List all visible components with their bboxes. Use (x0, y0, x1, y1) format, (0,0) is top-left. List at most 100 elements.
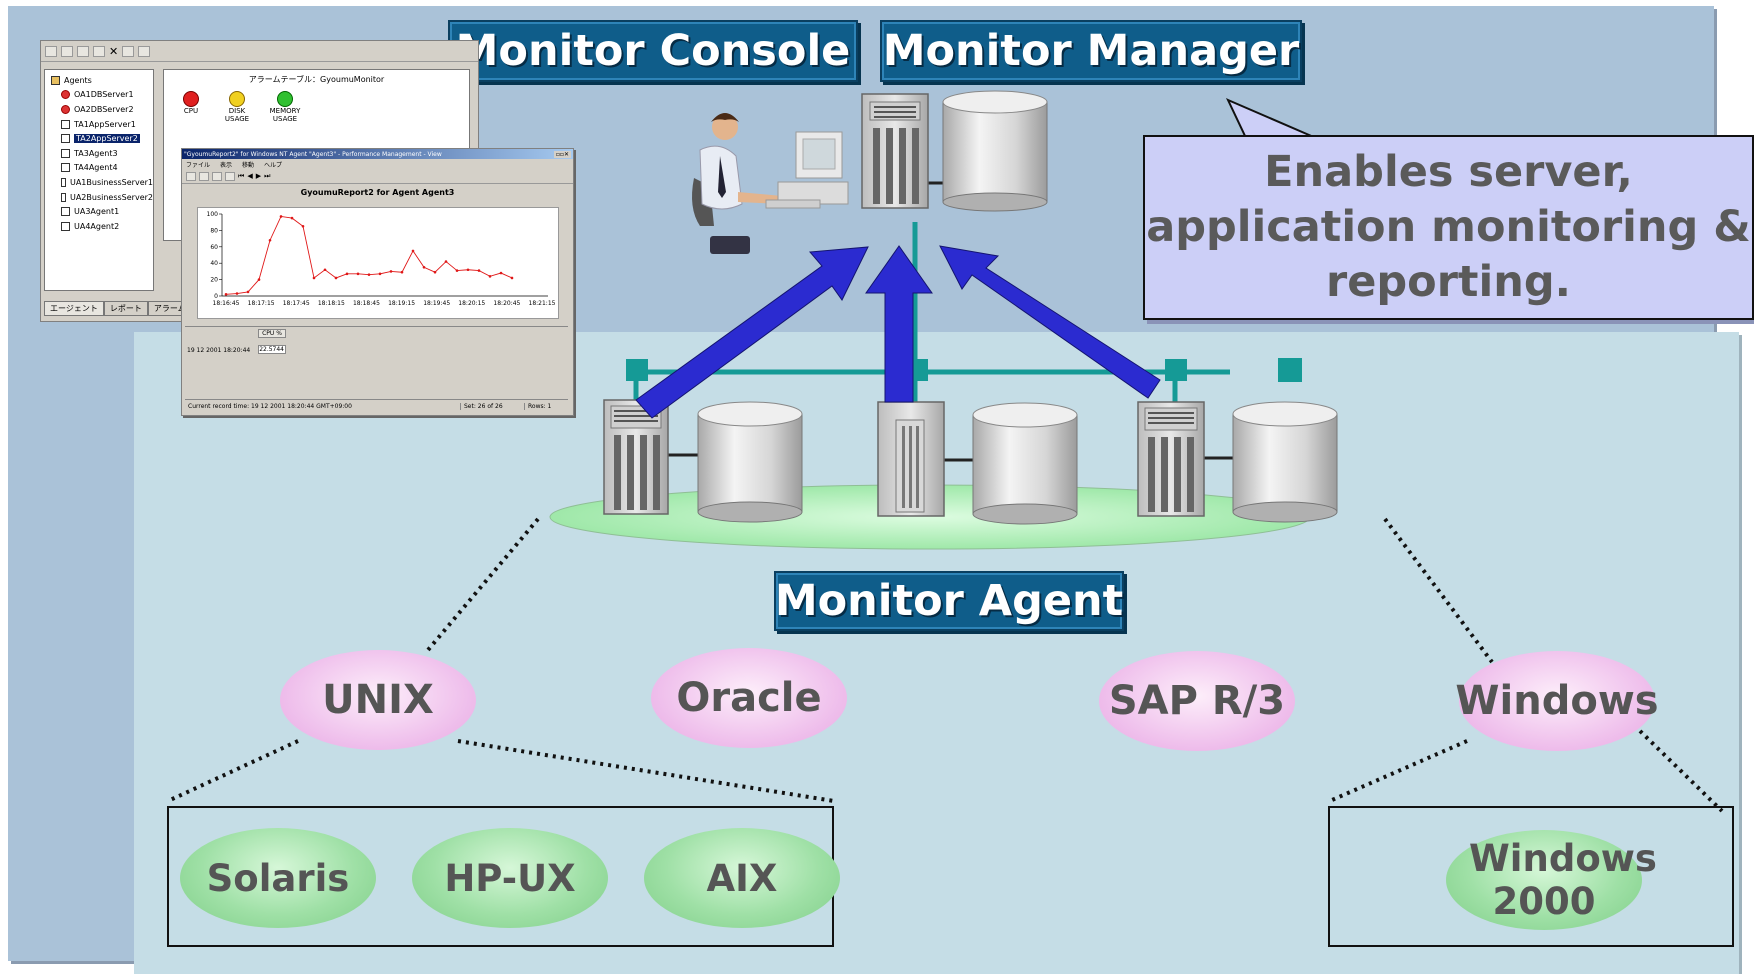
y-tick-label: 60 (210, 244, 218, 251)
report-tool-3[interactable] (212, 171, 222, 181)
tree-item-label: OA1DBServer1 (74, 90, 134, 100)
cpu-data-point (466, 268, 470, 272)
callout-line-1: Enables server, (1264, 147, 1633, 197)
tree-item[interactable]: OA2DBServer2 (61, 102, 153, 117)
x-tick-label: 18:16:45 (213, 300, 240, 307)
tab-agents[interactable]: エージェント (44, 301, 104, 316)
report-window: "GyoumuReport2" for Windows NT Agent "Ag… (181, 148, 574, 416)
agent-server-1 (603, 399, 669, 515)
cpu-data-point (323, 268, 327, 272)
cpu-data-point (312, 276, 316, 280)
agent-database-3 (1232, 401, 1338, 523)
next-record-icon[interactable]: ▶ (255, 172, 262, 180)
first-record-icon[interactable]: ⏮ (238, 171, 245, 180)
x-tick-label: 18:20:45 (493, 300, 520, 307)
cpu-data-point (345, 272, 349, 276)
tree-item[interactable]: UA3Agent1 (61, 204, 153, 219)
tree-item[interactable]: TA1AppServer1 (61, 117, 153, 132)
toolbar-button-3[interactable] (77, 45, 89, 57)
tree-item-label: TA2AppServer2 (74, 134, 140, 144)
toolbar-button-1[interactable] (45, 45, 57, 57)
computer-icon (765, 131, 849, 209)
x-tick-label: 18:17:15 (248, 300, 275, 307)
monitor-manager-title: Monitor Manager (880, 20, 1302, 82)
tree-item[interactable]: TA3Agent3 (61, 146, 153, 161)
status-set: Set: 26 of 26 (460, 402, 524, 410)
tree-item-label: TA1AppServer1 (74, 119, 136, 129)
tree-item[interactable]: UA4Agent2 (61, 219, 153, 234)
tree-item[interactable]: UA2BusinessServer2 (61, 190, 153, 205)
agent-error-icon (61, 104, 70, 114)
alarm-disk-label: DISK USAGE (224, 107, 250, 123)
agent-server-3 (1137, 401, 1205, 517)
variant-solaris: Solaris (180, 828, 376, 928)
alarm-disk[interactable]: DISK USAGE (224, 91, 250, 123)
x-tick-label: 18:18:15 (318, 300, 345, 307)
tree-item[interactable]: TA2AppServer2 (61, 131, 153, 146)
menu-file[interactable]: ファイル (186, 161, 211, 169)
toolbar-button-4[interactable] (93, 45, 105, 57)
agent-status-icon (61, 221, 70, 231)
grid-cell-value[interactable]: 22.5744 (258, 345, 286, 354)
agent-status-icon (61, 207, 70, 217)
operator-person-icon (692, 113, 782, 254)
prev-record-icon[interactable]: ◀ (247, 172, 253, 180)
grid-row-label: 19 12 2001 18:20:44 (187, 347, 251, 354)
cpu-data-point (356, 272, 360, 276)
alarm-cpu[interactable]: CPU (178, 91, 204, 123)
cpu-data-point (444, 260, 448, 263)
platform-oracle: Oracle (651, 648, 847, 748)
cpu-data-point (224, 293, 228, 296)
agent-status-icon (61, 119, 70, 129)
report-data-grid: CPU % 19 12 2001 18:20:44 22.5744 (185, 326, 568, 389)
tab-reports[interactable]: レポート (103, 301, 148, 316)
toolbar-button-5[interactable] (122, 45, 135, 57)
agents-folder-icon (51, 75, 60, 85)
cpu-data-point (411, 249, 415, 253)
menu-help[interactable]: ヘルプ (264, 161, 283, 169)
tree-item[interactable]: OA1DBServer1 (61, 88, 153, 103)
cpu-data-point (389, 270, 393, 273)
last-record-icon[interactable]: ⏭ (264, 171, 271, 180)
tree-root[interactable]: Agents (51, 73, 153, 88)
grid-column-header: CPU % (258, 329, 286, 338)
alarm-memory[interactable]: MEMORY USAGE (270, 91, 300, 123)
report-tool-4[interactable] (225, 171, 235, 181)
manager-server (861, 93, 929, 209)
windows-variants-group (1328, 806, 1734, 947)
tree-item-label: UA1BusinessServer1 (69, 177, 153, 187)
status-rows: Rows: 1 (524, 402, 551, 410)
cpu-data-point (433, 270, 437, 274)
cpu-data-point (235, 292, 239, 295)
agent-status-icon (61, 163, 70, 173)
platform-sap-r3: SAP R/3 (1099, 651, 1295, 751)
window-controls-icon[interactable]: ▫▫✕ (553, 150, 571, 158)
cpu-data-point (301, 225, 305, 228)
platform-unix: UNIX (280, 650, 476, 750)
x-tick-label: 18:17:45 (283, 300, 310, 307)
tree-item[interactable]: TA4Agent4 (61, 161, 153, 176)
report-tool-2[interactable] (199, 171, 209, 181)
report-tool-1[interactable] (186, 171, 196, 181)
cpu-data-point (455, 269, 459, 272)
tree-item-label: UA3Agent1 (74, 207, 120, 217)
x-tick-label: 18:20:15 (458, 300, 485, 307)
cpu-data-point (334, 276, 338, 280)
tree-item[interactable]: UA1BusinessServer1 (61, 175, 153, 190)
menu-go[interactable]: 移動 (242, 161, 255, 169)
report-title-bar: "GyoumuReport2" for Windows NT Agent "Ag… (182, 149, 573, 159)
toolbar-button-2[interactable] (61, 45, 73, 57)
x-tick-label: 18:21:15 (529, 300, 556, 307)
report-title-text: "GyoumuReport2" for Windows NT Agent "Ag… (184, 150, 442, 158)
alarm-icons-row: CPU DISK USAGE MEMORY USAGE (164, 91, 469, 123)
toolbar-button-6[interactable] (138, 45, 151, 57)
toolbar-close-icon[interactable]: ✕ (109, 44, 119, 58)
cpu-data-point (246, 290, 250, 294)
variant-hp-ux: HP-UX (412, 828, 608, 928)
console-toolbar: ✕ (41, 41, 478, 62)
arrow-center (865, 245, 933, 403)
report-toolbar: ⏮ ◀ ▶ ⏭ (182, 169, 573, 184)
menu-view[interactable]: 表示 (220, 161, 233, 169)
